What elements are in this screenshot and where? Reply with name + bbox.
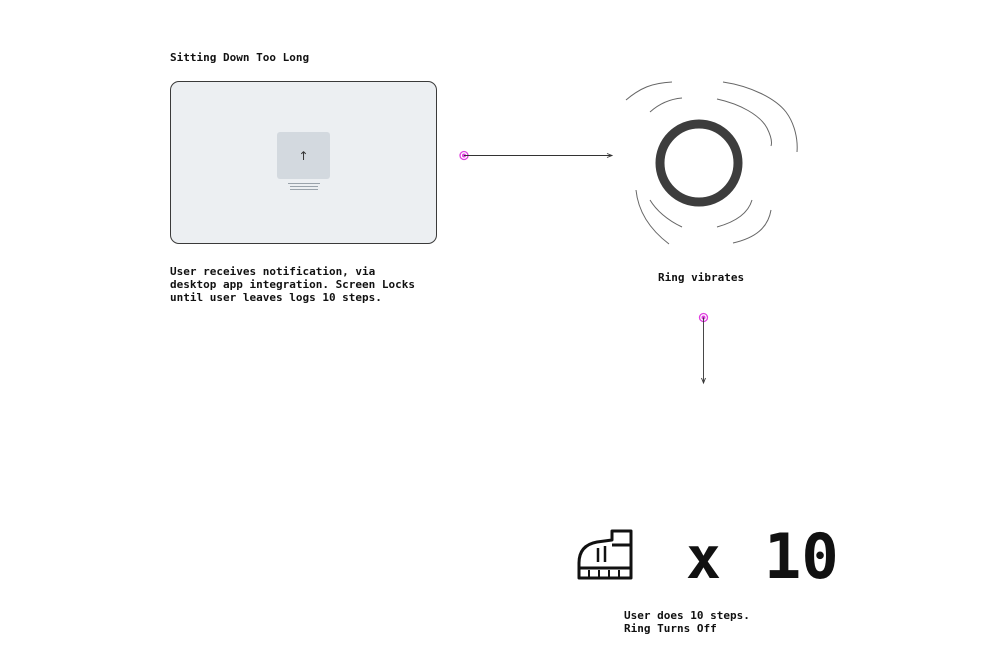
connector-screen-to-ring (459, 150, 614, 161)
notification-card: ↑ (277, 132, 330, 179)
multiplier-symbol: x (686, 524, 721, 592)
ring-vibrates-label: Ring vibrates (658, 271, 745, 284)
step1-title: Sitting Down Too Long (170, 51, 310, 64)
vibration-lines (625, 81, 798, 245)
step-count: 10 (764, 520, 839, 593)
notification-arrow-icon: ↑ (298, 148, 309, 163)
notification-text-lines (288, 183, 320, 192)
step3-description: User does 10 steps. Ring Turns Off (624, 609, 750, 635)
step1-description: User receives notification, via desktop … (170, 265, 416, 304)
connector-ring-to-steps (698, 312, 709, 385)
shoe-icon (577, 529, 633, 580)
desktop-screen: ↑ (170, 81, 437, 244)
ring-icon (655, 119, 743, 207)
